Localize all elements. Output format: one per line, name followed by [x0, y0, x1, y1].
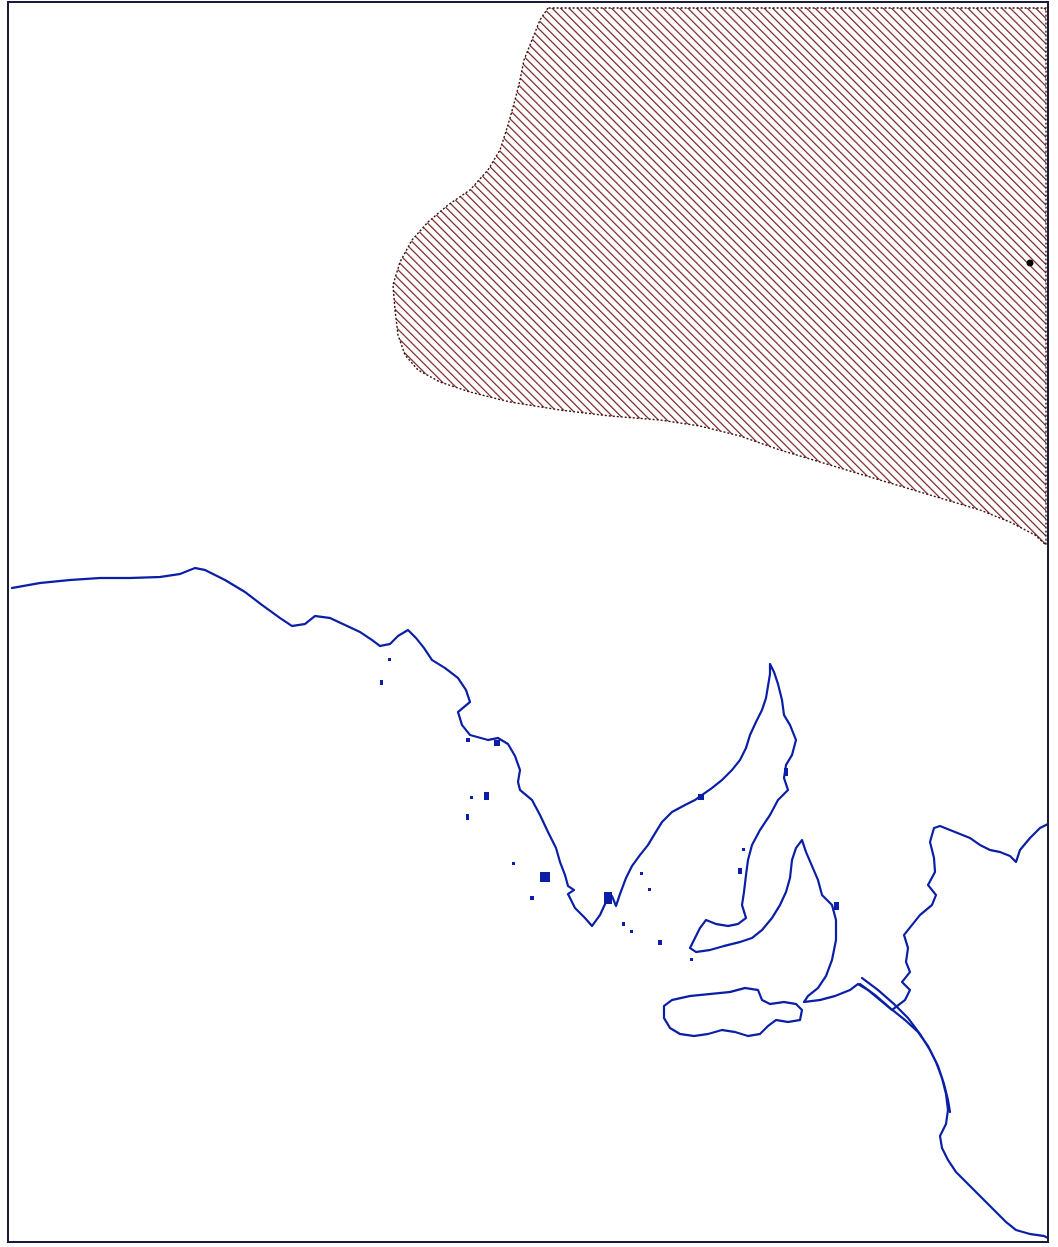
mainland-coastline — [10, 566, 1050, 1012]
map-border — [7, 1, 1049, 1243]
kangaroo-island-outline — [662, 986, 804, 1038]
small-islands — [380, 658, 839, 961]
coorong-lagoon-line — [860, 976, 952, 1114]
locality-marker-dot[interactable] — [1026, 259, 1034, 267]
distribution-range-area — [392, 7, 1047, 547]
